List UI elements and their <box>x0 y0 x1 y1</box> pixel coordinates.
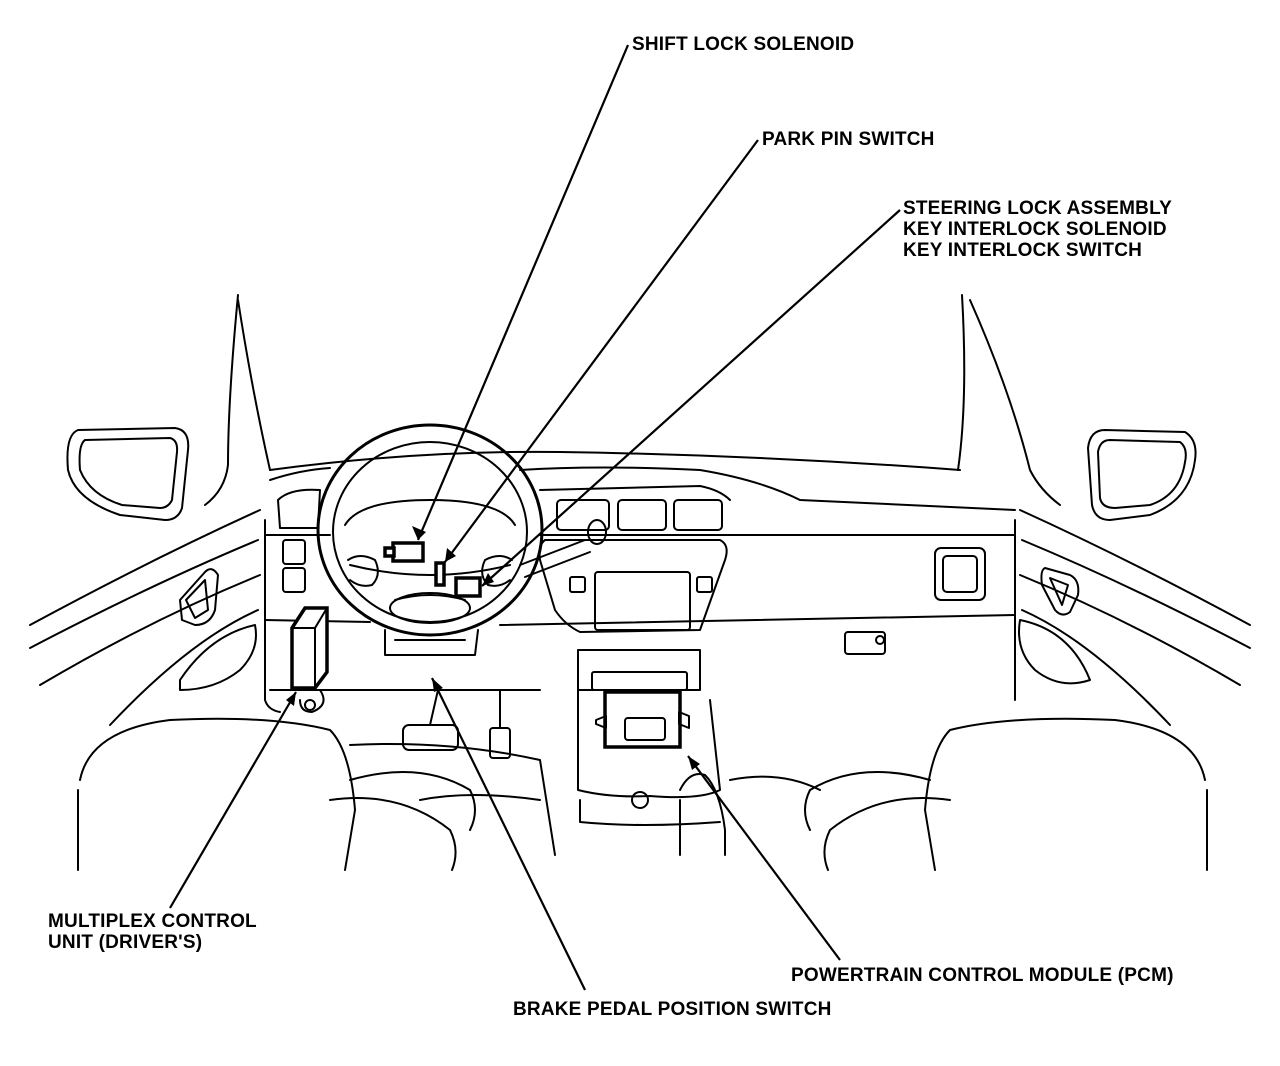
label-powertrain-control-module: POWERTRAIN CONTROL MODULE (PCM) <box>791 965 1174 986</box>
windshield-frame <box>204 294 1061 506</box>
leader-park-pin-switch <box>444 139 759 563</box>
shift-lock-solenoid-marker <box>391 541 425 563</box>
label-brake-pedal-position-switch: BRAKE PEDAL POSITION SWITCH <box>513 999 832 1020</box>
pcm-marker <box>603 690 682 749</box>
dashboard <box>264 466 1016 655</box>
right-side-mirror <box>1087 429 1197 521</box>
label-shift-lock-solenoid: SHIFT LOCK SOLENOID <box>632 34 855 55</box>
center-console <box>577 649 726 856</box>
right-door-panel <box>1014 509 1251 726</box>
leader-shift-lock-solenoid <box>416 44 630 541</box>
label-key-interlock-switch: KEY INTERLOCK SWITCH <box>903 240 1143 261</box>
lower-dash <box>269 629 556 856</box>
park-pin-switch-marker <box>434 561 446 587</box>
steering-lock-assembly-marker <box>454 576 482 598</box>
label-steering-lock-assembly: STEERING LOCK ASSEMBLY <box>903 198 1173 219</box>
label-multiplex-control-unit-line1: MULTIPLEX CONTROL <box>48 911 257 932</box>
shift-lock-solenoid-plunger <box>383 546 396 558</box>
leader-steering-lock <box>481 209 901 587</box>
front-seats <box>77 717 1208 871</box>
multiplex-control-unit-marker <box>290 606 329 690</box>
steering-wheel <box>316 423 607 637</box>
leader-multiplex-control-unit <box>169 691 297 909</box>
label-multiplex-control-unit-line2: UNIT (DRIVER'S) <box>48 932 203 953</box>
leader-lines <box>169 44 901 991</box>
left-door-panel <box>29 509 281 726</box>
components <box>290 541 690 749</box>
label-park-pin-switch: PARK PIN SWITCH <box>762 129 935 150</box>
left-side-mirror <box>66 427 190 521</box>
leader-brake-pedal-switch <box>431 677 586 991</box>
label-key-interlock-solenoid: KEY INTERLOCK SOLENOID <box>903 219 1167 240</box>
leader-pcm <box>687 755 841 961</box>
